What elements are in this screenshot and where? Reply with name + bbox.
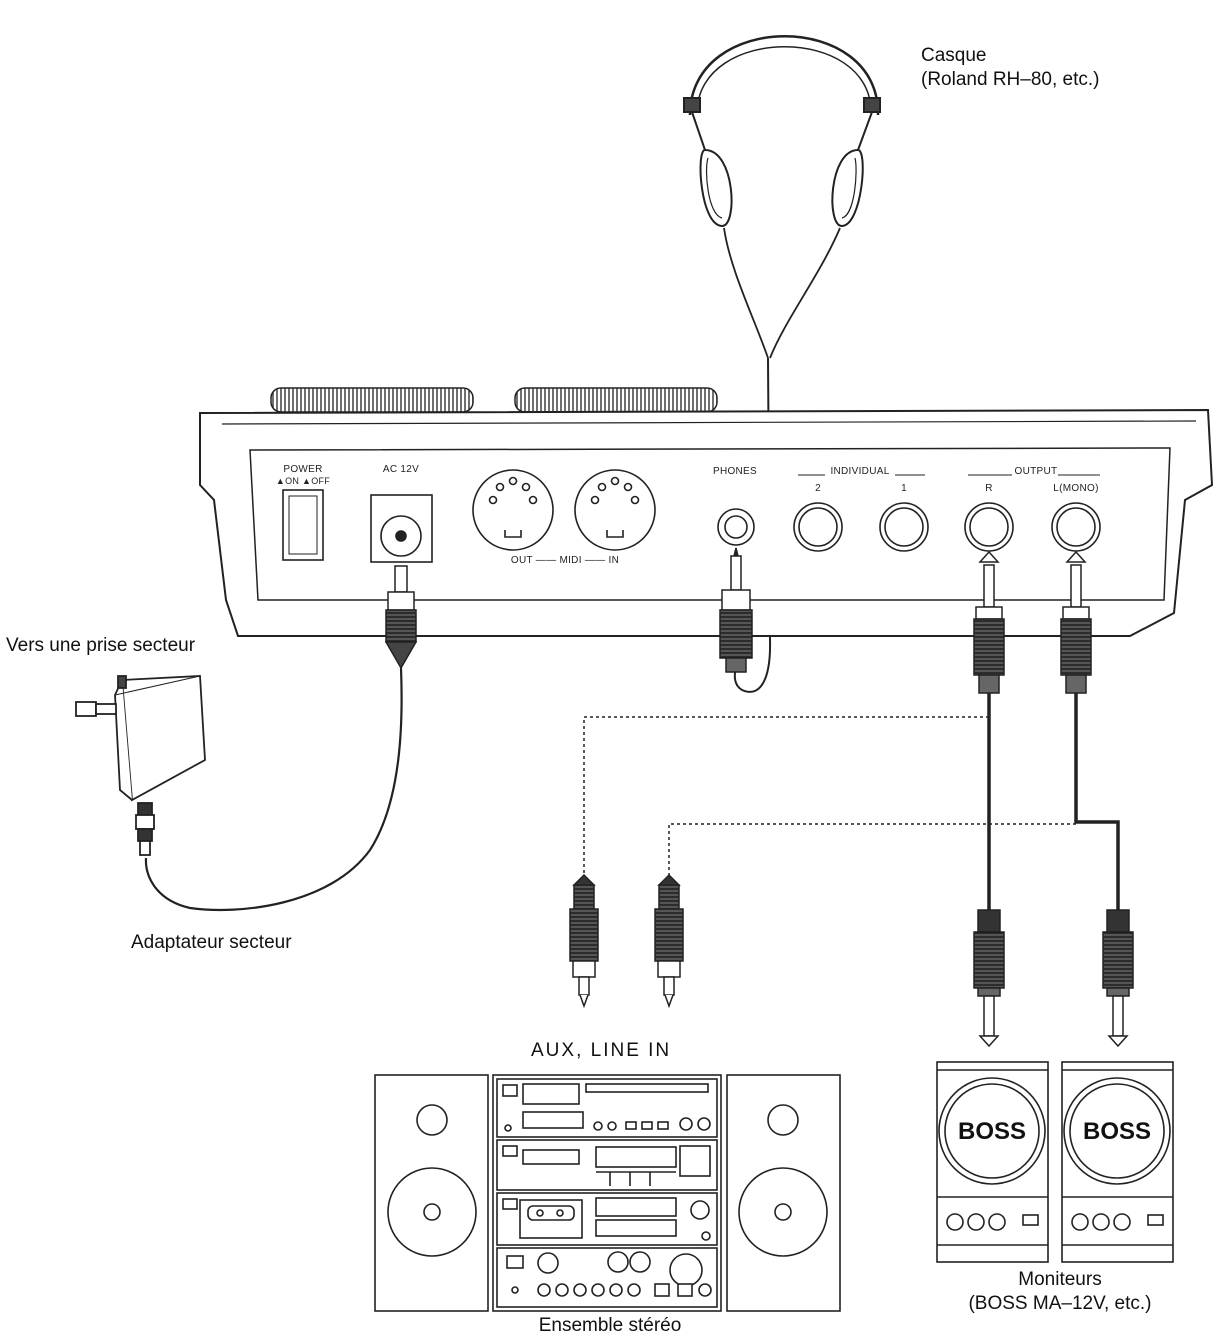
stereo-speaker-right bbox=[726, 1074, 841, 1312]
ac-adapter bbox=[75, 675, 206, 856]
adapter-cable bbox=[144, 667, 403, 912]
individual-1-jack[interactable] bbox=[879, 502, 929, 552]
outlet-label: Vers une prise secteur bbox=[6, 635, 196, 656]
output-l-mono-label: L(MONO) bbox=[1053, 483, 1099, 494]
headphones-model-label: (Roland RH–80, etc.) bbox=[921, 69, 1100, 90]
output-l-cable bbox=[1074, 693, 1120, 910]
rca-plug-left bbox=[569, 873, 599, 1009]
ac-adapter-plug bbox=[384, 565, 418, 670]
output-r-label: R bbox=[985, 483, 993, 494]
power-switch[interactable] bbox=[282, 489, 324, 561]
monitor-brand-right: BOSS bbox=[1083, 1118, 1151, 1145]
rca-plug-right bbox=[654, 873, 684, 1009]
midi-in-port[interactable] bbox=[574, 469, 656, 551]
individual-2-label: 2 bbox=[815, 483, 821, 494]
monitor-plug-right bbox=[1102, 909, 1134, 1048]
stereo-speaker-left bbox=[374, 1074, 489, 1312]
monitor-speaker-left bbox=[936, 1061, 1049, 1263]
midi-label: OUT —— MIDI —— IN bbox=[510, 555, 620, 566]
stereo-cable-left bbox=[668, 823, 1076, 875]
monitor-speaker-right bbox=[1061, 1061, 1174, 1263]
monitor-plug-left bbox=[973, 909, 1005, 1048]
monitors-label: Moniteurs bbox=[1018, 1269, 1102, 1290]
headphones bbox=[683, 35, 881, 693]
power-label: POWER bbox=[283, 464, 323, 475]
output-r-plug bbox=[973, 550, 1005, 694]
adapter-label: Adaptateur secteur bbox=[131, 932, 292, 953]
knob-left bbox=[270, 387, 474, 413]
ac-12v-label: AC 12V bbox=[382, 464, 420, 475]
stereo-system-label: Ensemble stéréo bbox=[538, 1315, 682, 1336]
stereo-system bbox=[374, 1074, 841, 1312]
phones-jack[interactable] bbox=[717, 508, 755, 546]
knob-right bbox=[514, 387, 718, 413]
power-states-label: ▲ON ▲OFF bbox=[275, 476, 331, 486]
output-label: OUTPUT bbox=[1014, 466, 1058, 477]
individual-1-label: 1 bbox=[901, 483, 907, 494]
stereo-rack bbox=[492, 1074, 722, 1312]
individual-2-jack[interactable] bbox=[793, 502, 843, 552]
aux-line-in-label: AUX, LINE IN bbox=[531, 1040, 672, 1061]
headphones-label: Casque bbox=[921, 45, 987, 66]
phones-label: PHONES bbox=[712, 466, 758, 477]
midi-out-port[interactable] bbox=[472, 469, 554, 551]
drum-machine-unit bbox=[199, 387, 1214, 637]
phones-plug bbox=[719, 547, 753, 673]
monitors-model-label: (BOSS MA–12V, etc.) bbox=[968, 1293, 1152, 1314]
output-l-plug bbox=[1060, 550, 1092, 694]
monitor-brand-left: BOSS bbox=[958, 1118, 1026, 1145]
ac-12v-jack[interactable] bbox=[370, 494, 433, 563]
stereo-cable-right bbox=[583, 716, 989, 875]
individual-label: INDIVIDUAL bbox=[830, 466, 890, 477]
